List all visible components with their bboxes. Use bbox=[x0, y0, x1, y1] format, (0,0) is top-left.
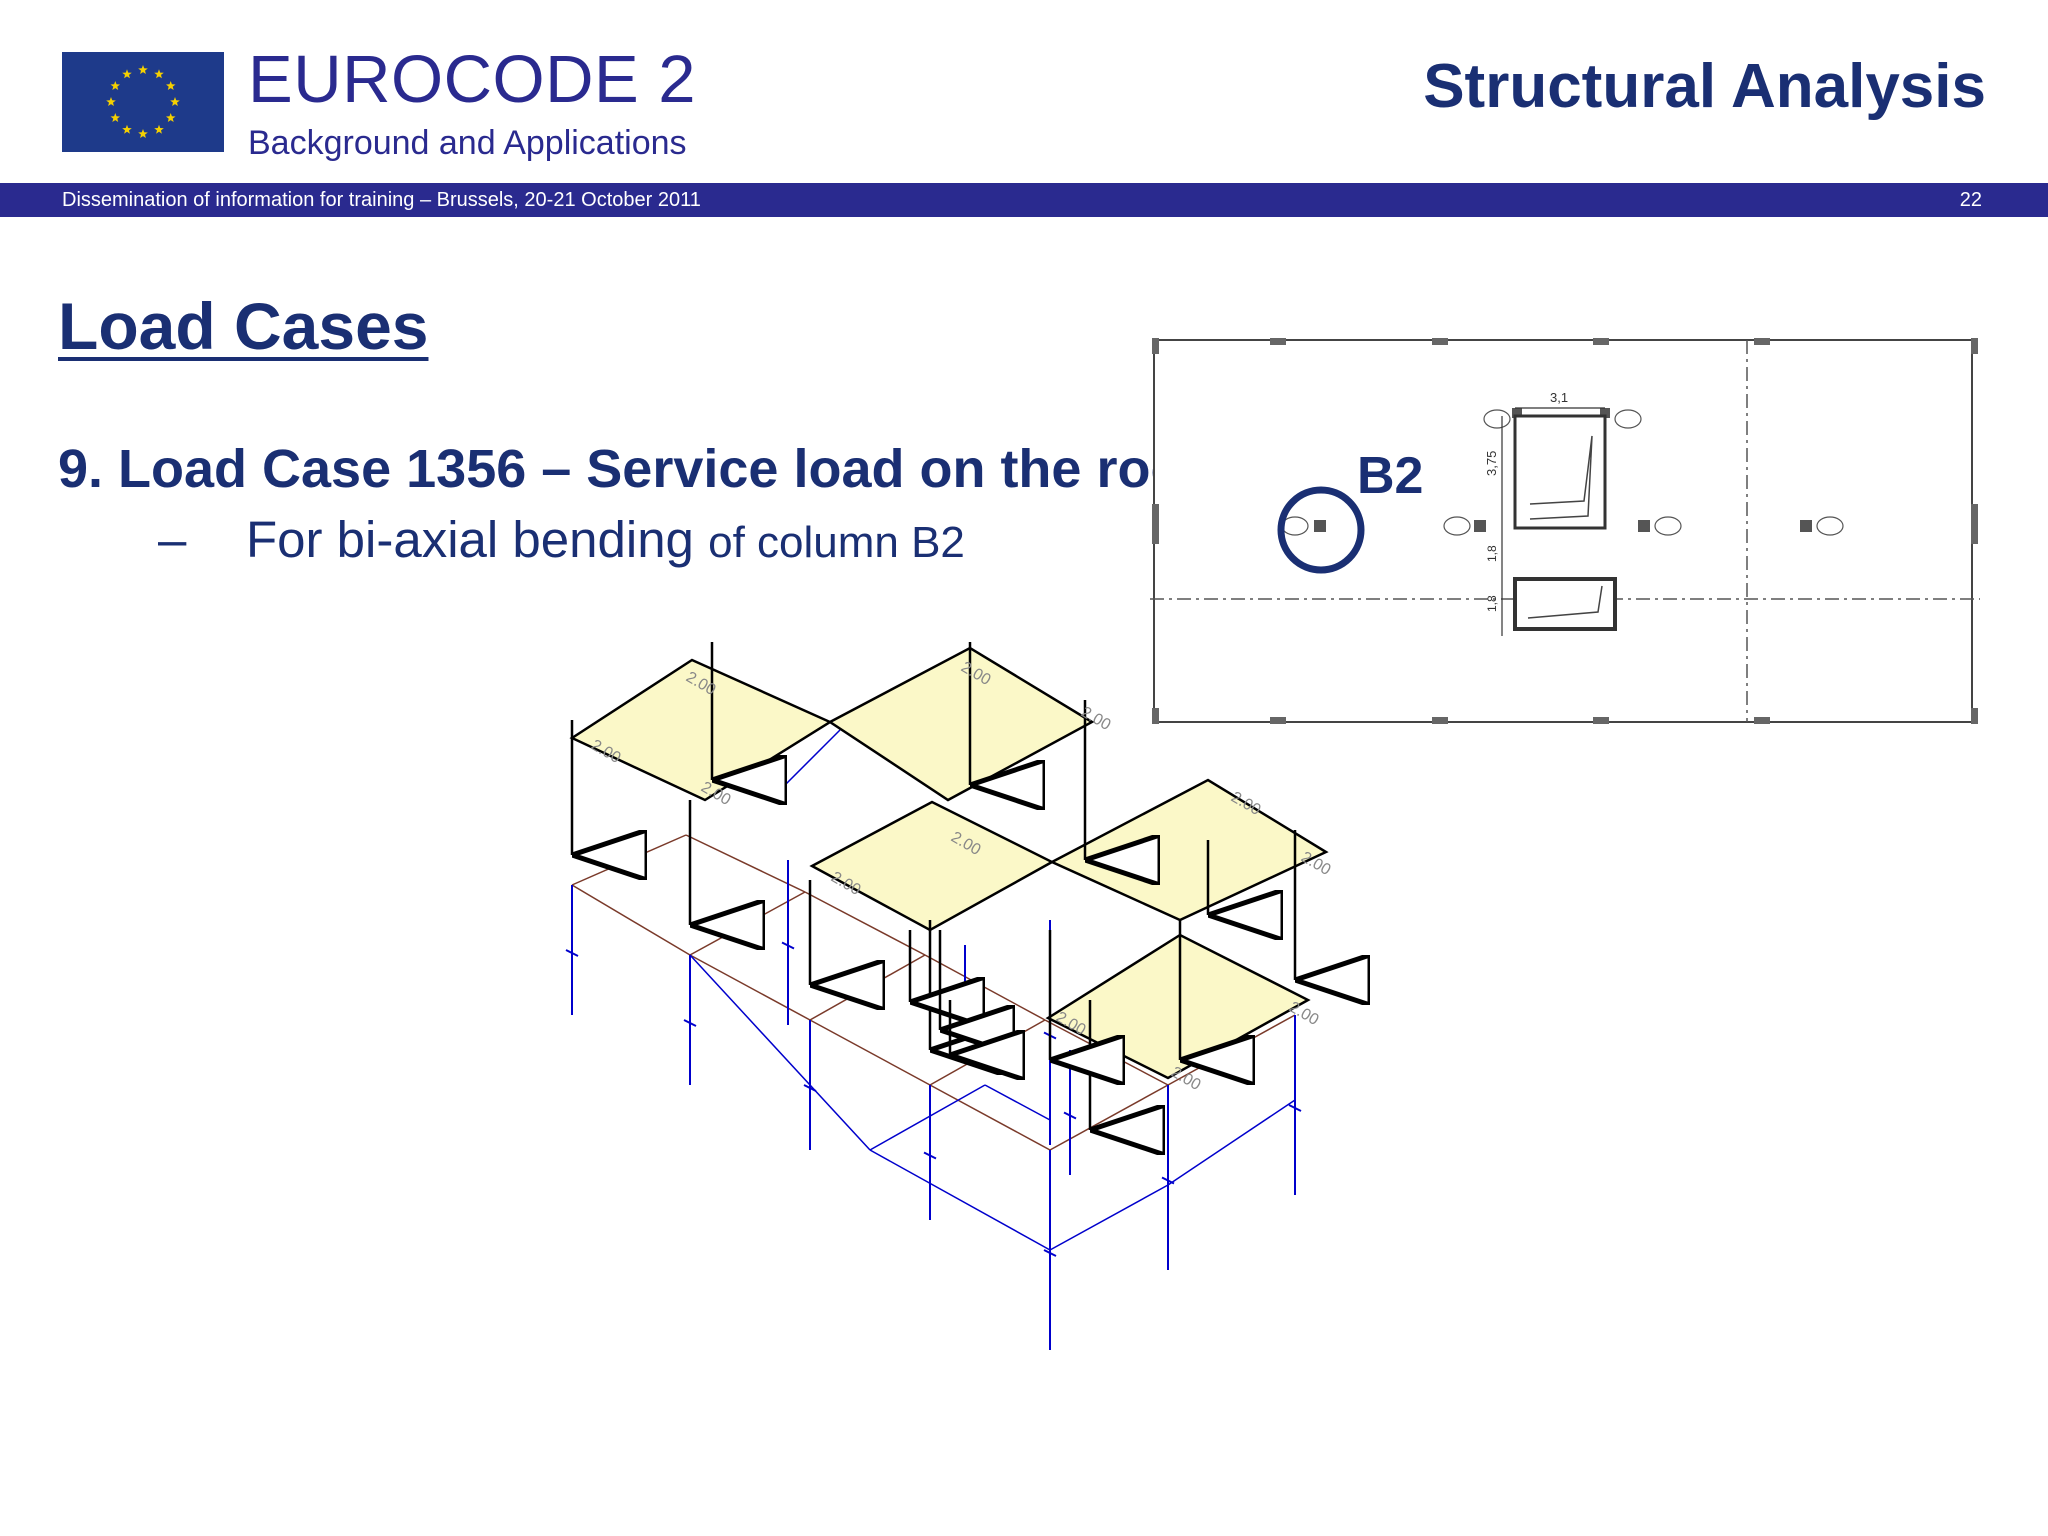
upper-beam bbox=[984, 1084, 1051, 1121]
dim-vertical-label: 3,75 bbox=[1484, 451, 1499, 476]
eu-flag-icon bbox=[62, 52, 224, 152]
roof-slab bbox=[1049, 778, 1329, 922]
column-b2-highlight bbox=[1277, 486, 1365, 574]
banner-text: Dissemination of information for trainin… bbox=[62, 189, 701, 211]
load-case-subitem: – For bi-axial bending of column B2 bbox=[158, 511, 965, 568]
flag-star-icon bbox=[138, 65, 148, 74]
column-tick bbox=[565, 949, 579, 957]
ground-beam bbox=[689, 954, 811, 1021]
flag-star-icon bbox=[154, 69, 164, 79]
bullet-dash: – bbox=[158, 511, 187, 568]
ground-beam bbox=[924, 954, 1046, 1021]
column-tick bbox=[781, 941, 795, 950]
column-tick bbox=[1043, 1249, 1057, 1257]
flag-star-icon bbox=[110, 81, 120, 90]
column-b2-label: B2 bbox=[1357, 447, 1424, 505]
page-number: 22 bbox=[1959, 189, 1982, 211]
section-title: Structural Analysis bbox=[1423, 52, 1986, 121]
column-tick bbox=[923, 1151, 937, 1160]
ground-beam bbox=[929, 1019, 1046, 1086]
ground-beam bbox=[571, 884, 691, 956]
upper-beam bbox=[869, 1149, 1051, 1251]
column-tick bbox=[1288, 1104, 1302, 1112]
info-banner: Dissemination of information for trainin… bbox=[0, 183, 2048, 217]
flag-star-icon bbox=[170, 97, 180, 106]
load-case-title: 9. Load Case 1356 – Service load on the … bbox=[58, 439, 1202, 499]
upper-beam bbox=[1049, 1184, 1169, 1251]
roof-slab bbox=[1045, 933, 1311, 1080]
brand-subtitle: Background and Applications bbox=[248, 124, 687, 162]
slide-heading: Load Cases bbox=[58, 289, 429, 363]
ground-beam bbox=[809, 1019, 931, 1086]
ground-beam bbox=[571, 834, 687, 886]
column-tick bbox=[1063, 1111, 1077, 1120]
upper-beam bbox=[1167, 1099, 1296, 1186]
slab-load-label: 2.00 bbox=[1298, 849, 1334, 879]
subitem-main-text: For bi-axial bending bbox=[246, 511, 709, 568]
roof-slab bbox=[809, 800, 1055, 932]
ground-beam bbox=[1049, 1084, 1169, 1151]
slab-load-label: 2.00 bbox=[1286, 999, 1322, 1029]
flag-star-icon bbox=[106, 97, 116, 106]
flag-star-icon bbox=[110, 113, 120, 122]
ground-beam bbox=[809, 954, 926, 1021]
ground-beam bbox=[804, 891, 926, 956]
flag-star-icon bbox=[138, 129, 148, 138]
eu-flag-logo bbox=[62, 52, 224, 152]
slab-load-label: 2.00 bbox=[1078, 704, 1114, 734]
floor-plan-drawing: 3,1 3,75 1,8 1,8 bbox=[1150, 336, 1980, 726]
upper-beam bbox=[689, 954, 871, 1151]
brand-title: EUROCODE 2 bbox=[248, 42, 697, 117]
flag-star-icon bbox=[166, 81, 176, 90]
ground-beam bbox=[685, 834, 806, 893]
subitem-tail-text: of column B2 bbox=[708, 518, 965, 567]
floor-plan-svg: 3,1 3,75 1,8 1,8 bbox=[1150, 338, 1980, 724]
isometric-model-svg: 2.002.002.002.002.002.002.002.002.002.00… bbox=[565, 642, 1480, 1350]
flag-star-icon bbox=[154, 124, 164, 134]
column-tick bbox=[683, 1019, 697, 1027]
roof-slab bbox=[827, 646, 1095, 802]
dim-small-label-1: 1,8 bbox=[1485, 545, 1499, 562]
ground-beam bbox=[929, 1084, 1051, 1151]
upper-beam bbox=[869, 1084, 986, 1151]
flag-star-icon bbox=[122, 124, 132, 134]
dim-small-label-2: 1,8 bbox=[1485, 595, 1499, 612]
dim-top-label: 3,1 bbox=[1550, 390, 1568, 405]
flag-star-icon bbox=[122, 69, 132, 79]
flag-star-icon bbox=[166, 113, 176, 122]
